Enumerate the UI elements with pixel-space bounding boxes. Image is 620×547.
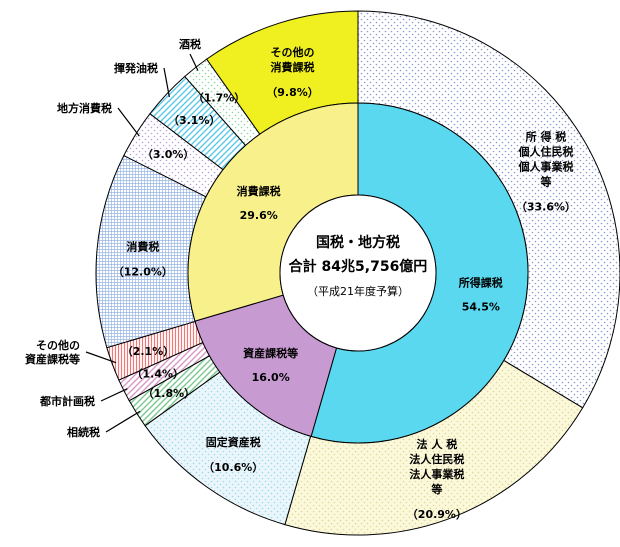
outer-name-o1-line-3: 個人事業税 bbox=[517, 160, 573, 174]
outer-value-o1: （33.6%） bbox=[516, 201, 576, 214]
inner-name-inc: 所得課税 bbox=[459, 275, 503, 289]
outer-value-o8: （3.0%） bbox=[142, 148, 195, 161]
outer-name-o2-line-4: 等 bbox=[430, 482, 442, 496]
outer-value-o3: （10.6%） bbox=[203, 461, 263, 474]
inner-name-con: 消費課税 bbox=[237, 184, 281, 198]
outer-value-o2: （20.9%） bbox=[407, 508, 467, 521]
outer-name-o1-line-4: 等 bbox=[539, 175, 551, 189]
outer-name-o10: 酒税 bbox=[179, 37, 201, 51]
leader-o6 bbox=[85, 351, 117, 364]
center-total: 合計 84兆5,756億円 bbox=[289, 258, 428, 275]
leader-o10 bbox=[189, 53, 199, 71]
outer-value-o9: （3.1%） bbox=[168, 114, 221, 127]
center-title: 国税・地方税 bbox=[316, 234, 400, 251]
outer-name-o11-line-2: 消費課税 bbox=[271, 60, 315, 74]
leader-o4 bbox=[105, 410, 141, 433]
outer-value-o11: （9.8%） bbox=[266, 86, 319, 99]
outer-name-o2-line-3: 法人事業税 bbox=[409, 467, 464, 481]
inner-ring bbox=[187, 102, 529, 444]
outer-value-o6: （2.1%） bbox=[122, 345, 175, 358]
leader-lines bbox=[85, 53, 199, 433]
outer-name-o9: 揮発油税 bbox=[114, 61, 158, 75]
outer-name-o4: 相続税 bbox=[67, 425, 100, 439]
center-circle: 国税・地方税 合計 84兆5,756億円 （平成21年度予算） bbox=[279, 194, 437, 352]
outer-name-o7: 消費税 bbox=[126, 240, 159, 254]
outer-value-o5: （1.4%） bbox=[132, 367, 185, 380]
outer-name-o1-line-2: 個人住民税 bbox=[517, 145, 573, 159]
outer-name-o6-line-2: 資産課税等 bbox=[25, 352, 80, 366]
leader-o8 bbox=[117, 107, 140, 137]
inner-value-ast: 16.0% bbox=[252, 371, 290, 384]
outer-name-o6-line-1: その他の bbox=[36, 338, 80, 352]
outer-name-o3: 固定資産税 bbox=[206, 435, 261, 449]
outer-value-o10: （1.7%） bbox=[193, 91, 246, 104]
inner-value-con: 29.6% bbox=[240, 209, 278, 222]
leader-o9 bbox=[163, 67, 170, 98]
inner-name-ast: 資産課税等 bbox=[243, 346, 298, 360]
outer-value-o7: （12.0%） bbox=[113, 266, 173, 279]
segment-labels: 所得課税 54.5% 資産課税等 16.0% 消費課税 29.6% 所 得 税個人住民税個人… bbox=[25, 37, 576, 521]
outer-ring bbox=[95, 10, 620, 536]
outer-name-o11-line-1: その他の bbox=[271, 45, 315, 59]
center-note: （平成21年度予算） bbox=[307, 284, 409, 298]
leader-o5 bbox=[100, 388, 128, 402]
outer-name-o2-line-1: 法 人 税 bbox=[417, 437, 458, 451]
outer-name-o1-line-1: 所 得 税 bbox=[526, 130, 567, 144]
outer-name-o8: 地方消費税 bbox=[57, 101, 112, 115]
outer-name-o2-line-2: 法人住民税 bbox=[409, 452, 464, 466]
outer-name-o5: 都市計画税 bbox=[39, 394, 95, 408]
inner-value-inc: 54.5% bbox=[462, 300, 500, 313]
outer-value-o4: （1.8%） bbox=[143, 387, 196, 400]
center-disc bbox=[279, 194, 437, 352]
